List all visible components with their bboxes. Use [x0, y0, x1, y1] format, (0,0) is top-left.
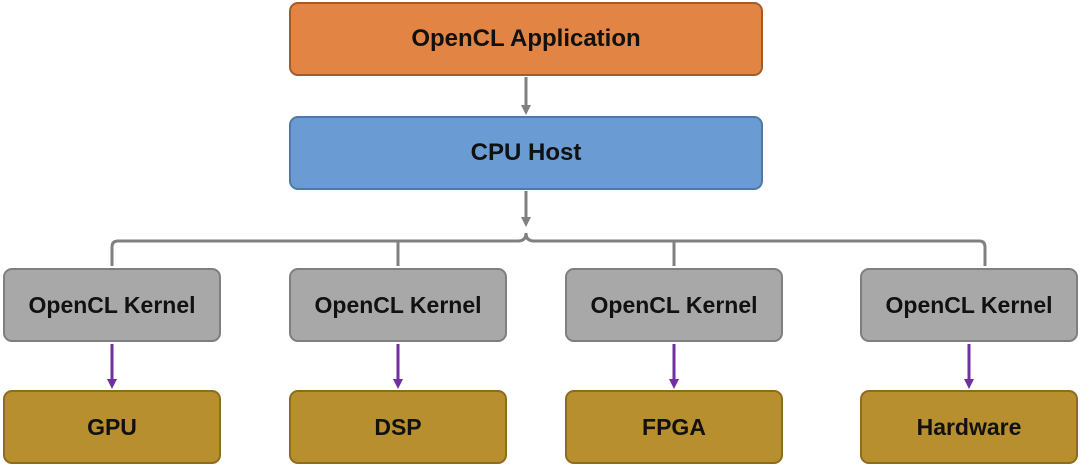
opencl-kernel-label: OpenCL Kernel	[28, 291, 196, 318]
opencl-kernel-label: OpenCL Kernel	[590, 291, 758, 318]
device-box-dsp: DSP	[289, 390, 507, 464]
device-label-hardware: Hardware	[916, 413, 1022, 440]
opencl-kernel-label: OpenCL Kernel	[885, 291, 1053, 318]
device-label-dsp: DSP	[374, 413, 422, 440]
opencl-kernel-label: OpenCL Kernel	[314, 291, 482, 318]
device-label-fpga: FPGA	[642, 413, 706, 440]
opencl-kernel-box-fpga: OpenCL Kernel	[565, 268, 783, 342]
device-box-hardware: Hardware	[860, 390, 1078, 464]
cpu-host-label: CPU Host	[470, 139, 582, 166]
device-box-gpu: GPU	[3, 390, 221, 464]
opencl-application-box: OpenCL Application	[289, 2, 763, 76]
opencl-application-label: OpenCL Application	[411, 25, 641, 52]
opencl-kernel-box-hardware: OpenCL Kernel	[860, 268, 1078, 342]
opencl-kernel-box-dsp: OpenCL Kernel	[289, 268, 507, 342]
cpu-host-box: CPU Host	[289, 116, 763, 190]
opencl-kernel-box-gpu: OpenCL Kernel	[3, 268, 221, 342]
kernel-bracket	[110, 232, 987, 266]
device-box-fpga: FPGA	[565, 390, 783, 464]
device-label-gpu: GPU	[87, 413, 137, 440]
